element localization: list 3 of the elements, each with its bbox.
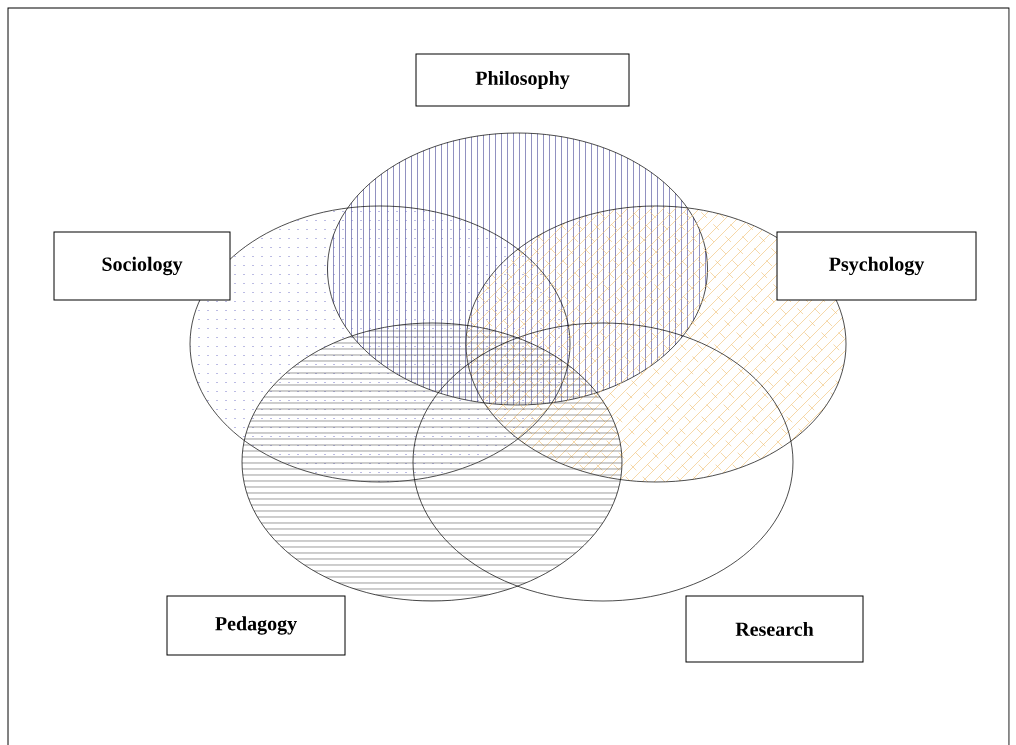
label-box: Research [685, 595, 864, 663]
label-box: Philosophy [415, 53, 630, 107]
label-box: Pedagogy [166, 595, 346, 656]
